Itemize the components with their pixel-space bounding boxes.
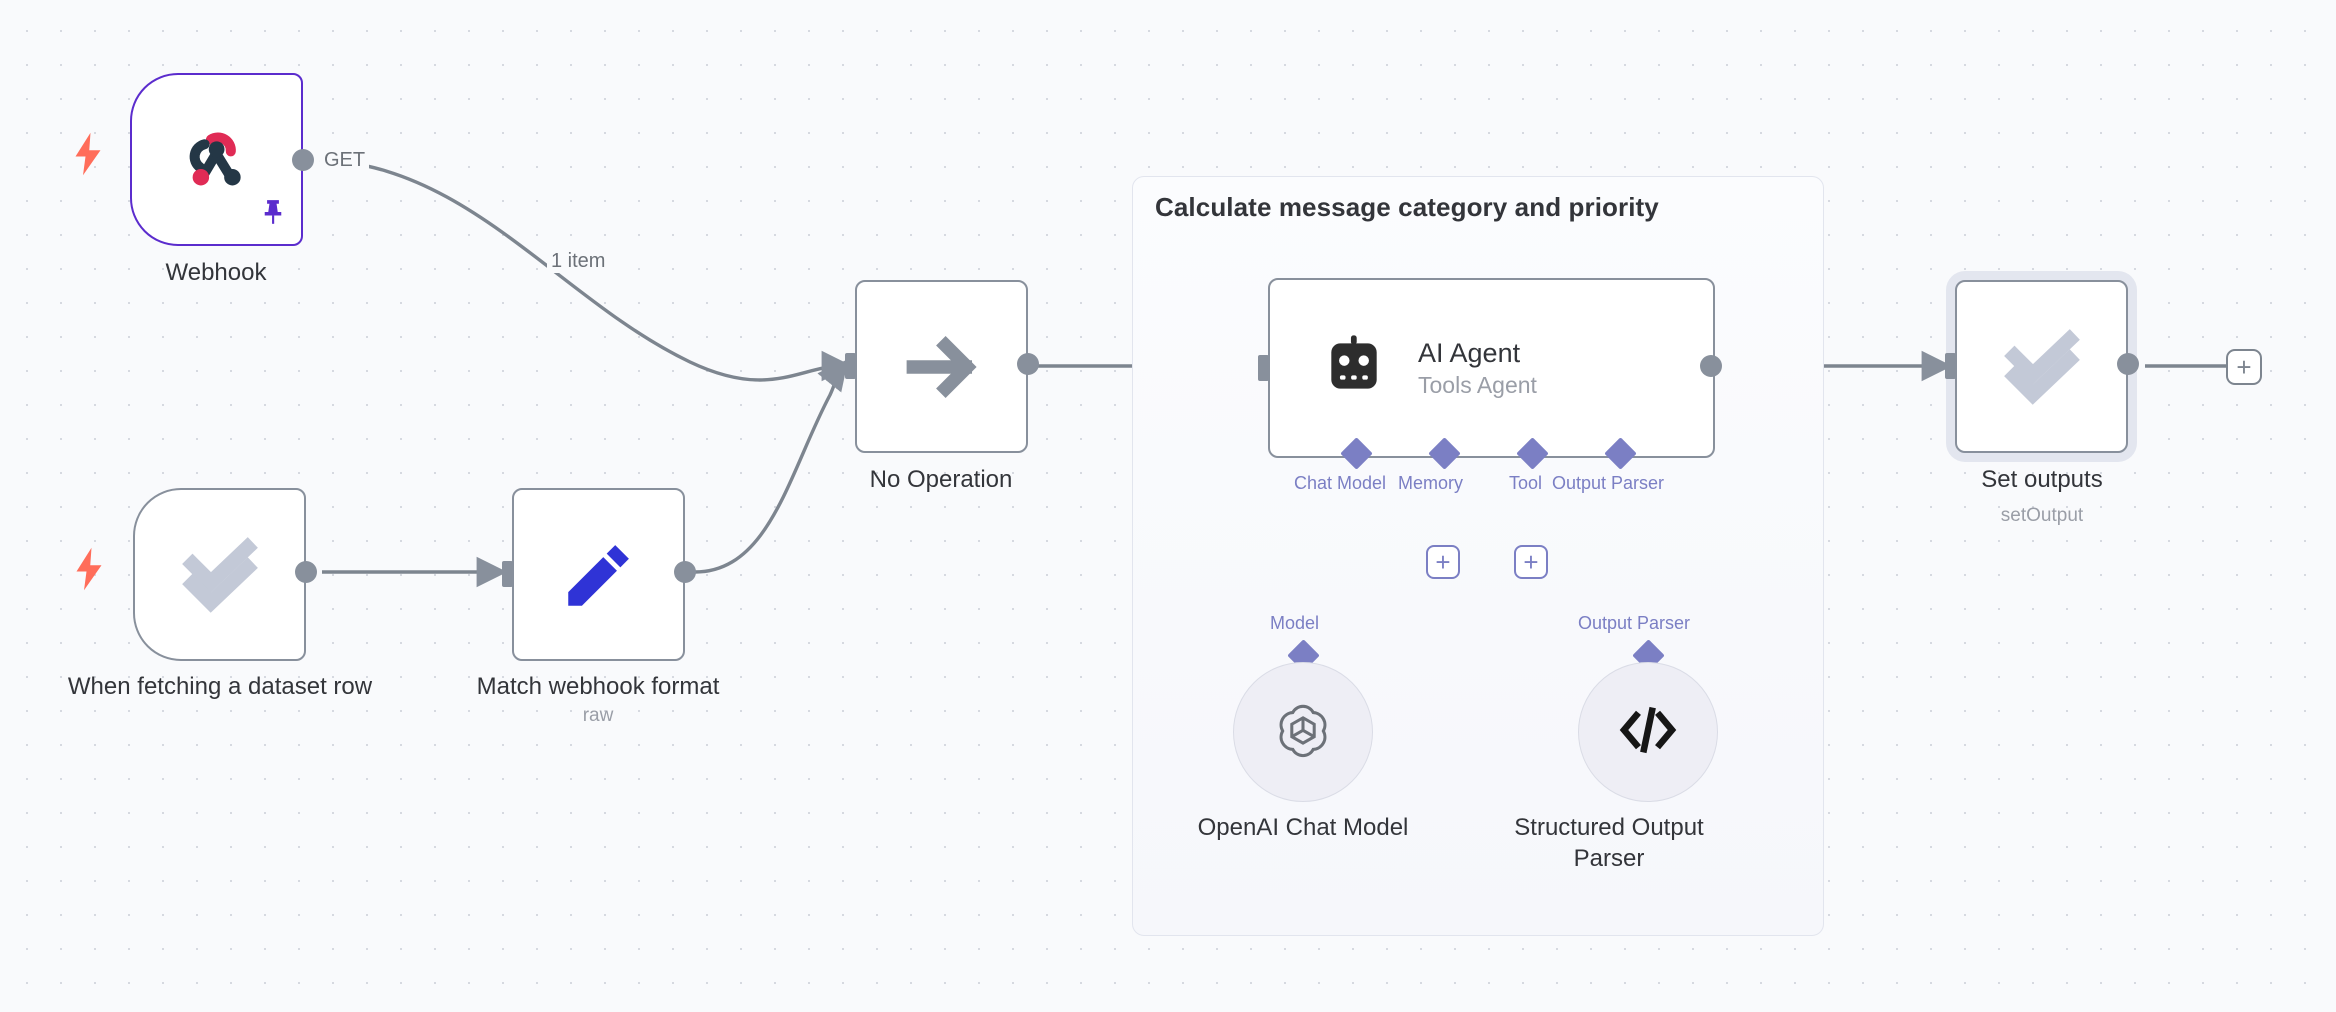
pin-icon [261,199,285,230]
node-caption-dataset-row: When fetching a dataset row [67,673,373,700]
node-caption-no-operation: No Operation [869,466,1013,493]
pencil-edit-icon [514,490,683,659]
webhook-trigger-bolt-icon [73,132,103,176]
node-match-webhook-format[interactable] [512,488,685,661]
openai-logo-icon [1271,698,1335,767]
double-check-icon [1957,282,2126,451]
ai-agent-subtitle: Tools Agent [1418,372,1537,398]
node-webhook[interactable] [130,73,303,246]
node-caption-webhook: Webhook [165,259,267,286]
arrow-right-icon [857,282,1026,451]
set-outputs-input-port[interactable] [1945,353,1956,379]
connector-label-output-parser: Output Parser [1552,473,1665,493]
ai-agent-output-port[interactable] [1700,355,1722,377]
sub-connector-label-output-parser: Output Parser [1578,613,1691,633]
node-caption-openai-chat-model: OpenAI Chat Model [1197,814,1409,841]
no-operation-input-port[interactable] [845,353,856,379]
node-subcaption-set-outputs: setOutput [2000,505,2084,526]
ai-agent-title: AI Agent [1418,338,1521,368]
edge-match-to-no-operation[interactable] [694,359,849,574]
node-no-operation[interactable] [855,280,1028,453]
code-brackets-icon [1617,702,1679,763]
edge-webhook-to-no-operation[interactable] [319,158,853,382]
group-title: Calculate message category and priority [1155,192,1659,222]
dataset-row-output-port[interactable] [295,561,317,583]
match-webhook-input-port[interactable] [502,561,513,587]
node-caption-match-webhook-format: Match webhook format [476,673,720,700]
edge-label-1-item: 1 item [547,249,610,273]
lightning-bolt-icon [75,132,101,176]
connector-label-tool: Tool [1509,473,1543,493]
sub-connector-label-model: Model [1270,613,1320,633]
no-operation-output-port[interactable] [1017,353,1039,375]
node-subcaption-match-webhook-format: raw [582,705,614,726]
add-node-button[interactable]: + [2226,349,2262,385]
match-webhook-output-port[interactable] [674,561,696,583]
webhook-icon [132,75,301,244]
double-check-icon [135,490,304,659]
edge-label-get: GET [320,148,370,172]
node-structured-output-parser[interactable] [1578,662,1718,802]
add-memory-button[interactable]: + [1426,545,1460,579]
dataset-trigger-bolt-icon [74,547,104,591]
set-outputs-output-port[interactable] [2117,353,2139,375]
node-caption-structured-output-parser: Structured Output Parser [1514,814,1704,872]
lightning-bolt-icon [76,547,102,591]
robot-icon [1318,334,1390,402]
node-set-outputs[interactable] [1955,280,2128,453]
connector-label-chat-model: Chat Model [1294,473,1387,493]
node-openai-chat-model[interactable] [1233,662,1373,802]
ai-agent-input-port[interactable] [1258,355,1269,381]
node-caption-set-outputs: Set outputs [1981,466,2103,493]
webhook-output-port[interactable] [292,149,314,171]
connector-label-memory: Memory [1398,473,1464,493]
node-ai-agent[interactable]: AI Agent Tools Agent [1268,278,1715,458]
node-when-fetching-a-dataset-row[interactable] [133,488,306,661]
add-tool-button[interactable]: + [1514,545,1548,579]
